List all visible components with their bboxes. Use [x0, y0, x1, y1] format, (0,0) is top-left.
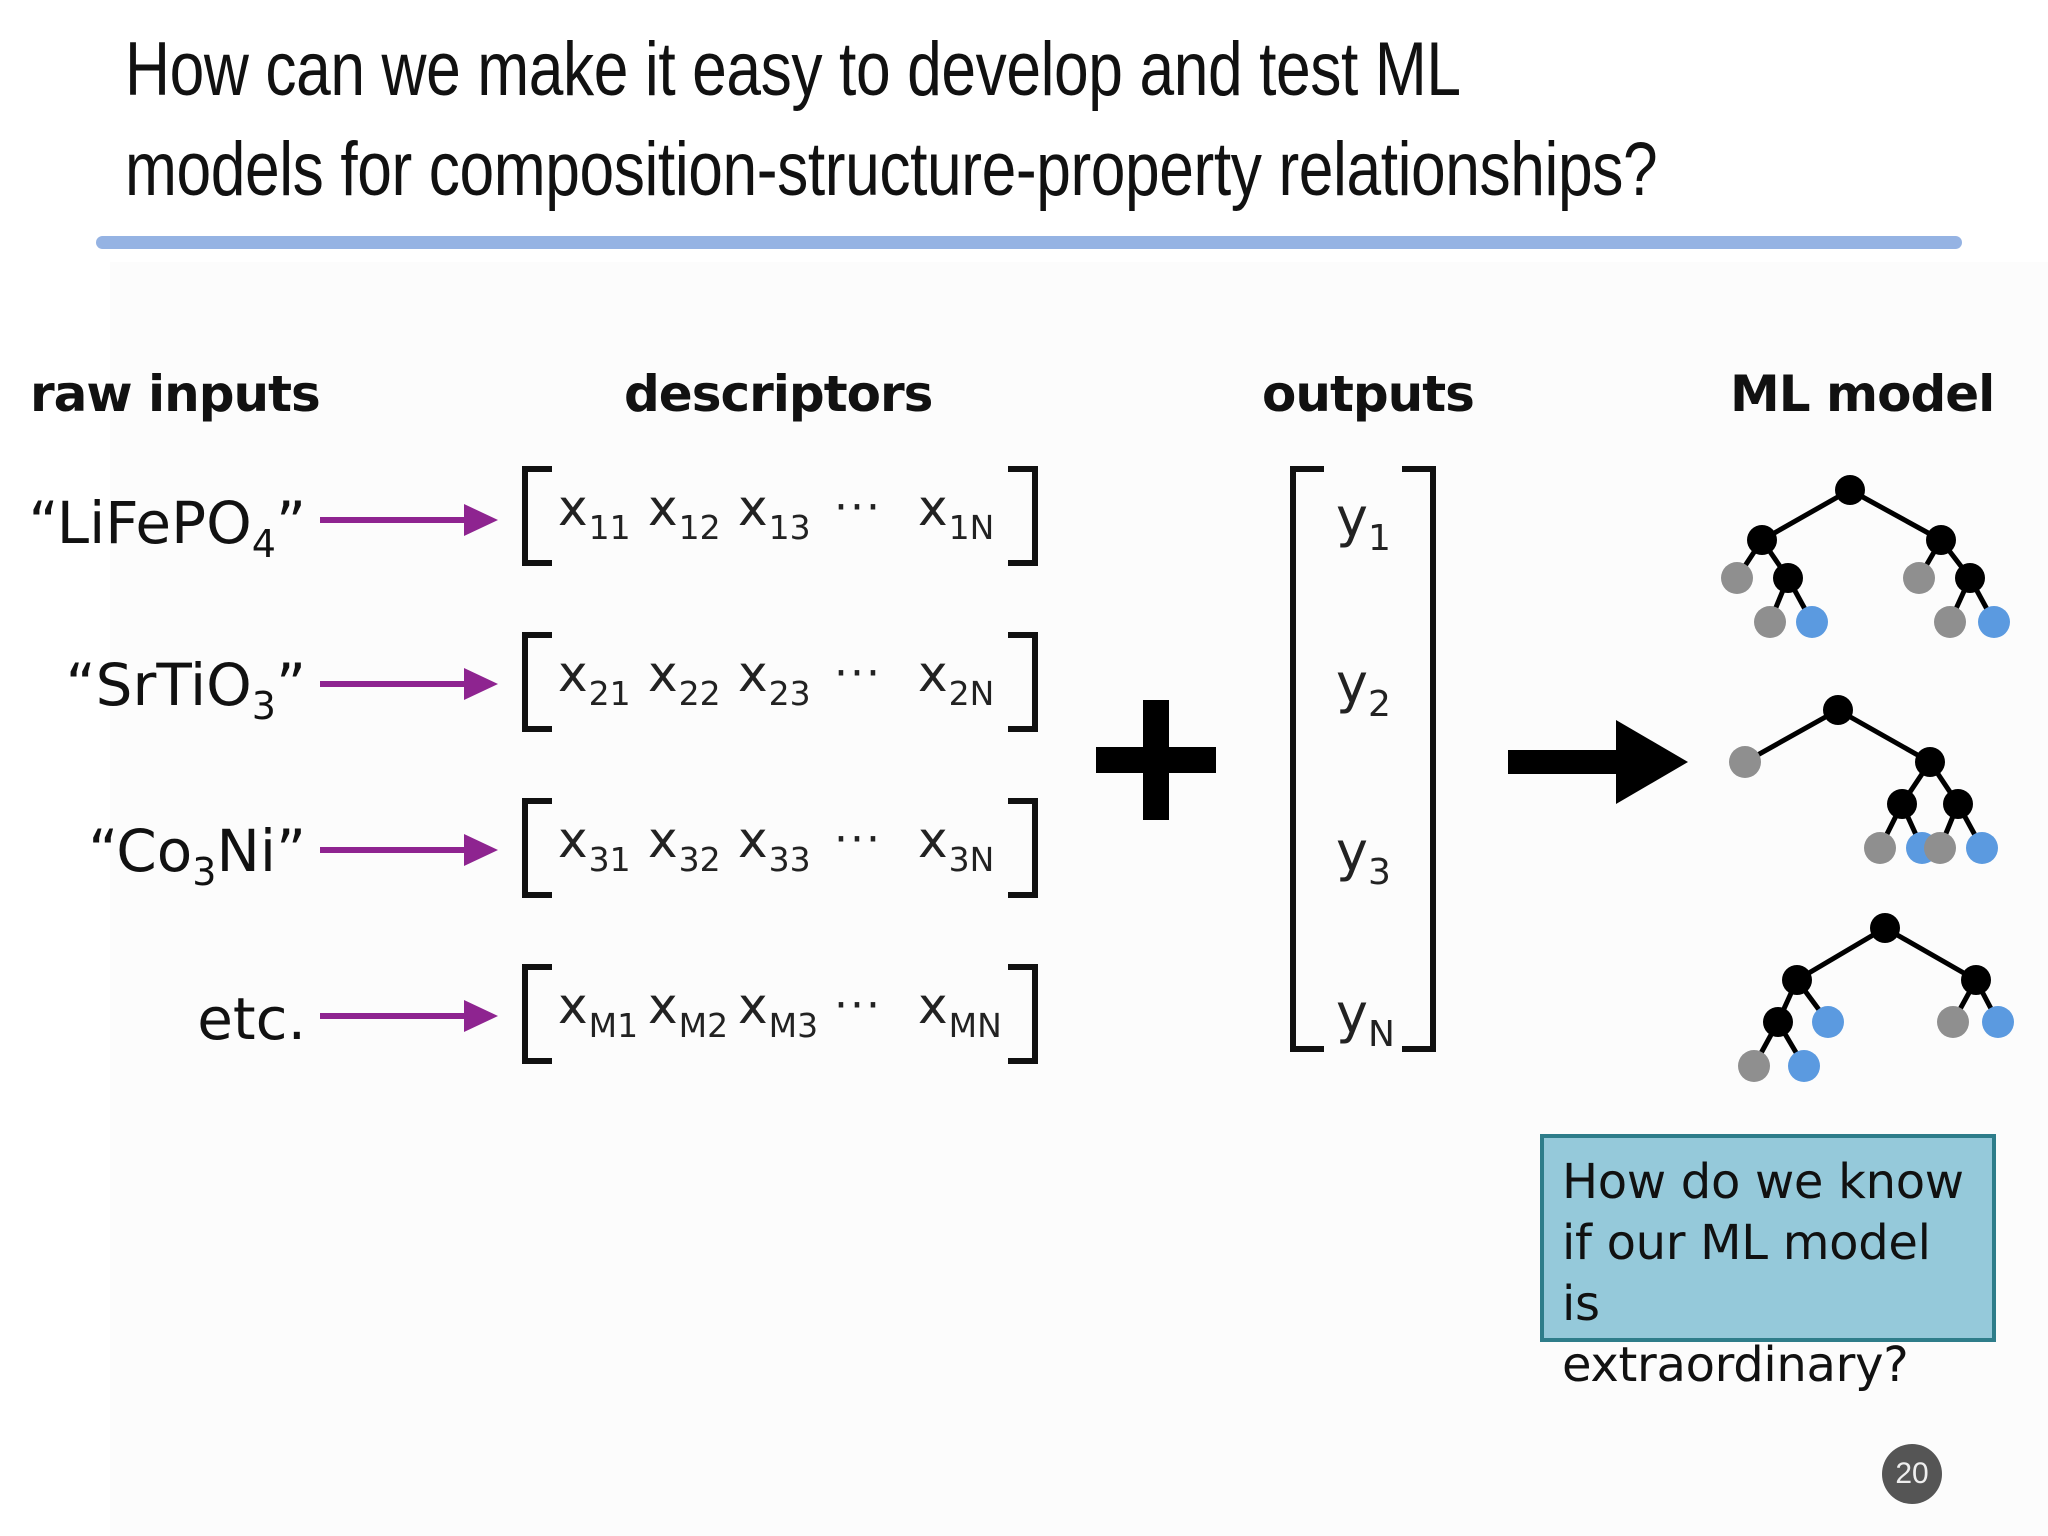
- ellipsis: ···: [834, 980, 882, 1031]
- descriptor-cell: x32: [648, 811, 721, 879]
- raw-input-srtio3: “SrTiO3”: [65, 651, 306, 728]
- descriptor-row-4: xM1 xM2 xM3 ··· xMN: [522, 964, 1038, 1074]
- outputs-left-bracket: [1290, 466, 1324, 1052]
- output-y2: y2: [1336, 652, 1391, 725]
- descriptor-cell-last: x1N: [918, 479, 995, 547]
- left-bracket: [522, 632, 552, 732]
- descriptor-row-3: x31 x32 x33 ··· x3N: [522, 798, 1038, 908]
- descriptor-cell-last: x2N: [918, 645, 995, 713]
- ellipsis: ···: [834, 648, 882, 699]
- descriptor-cell: x23: [738, 645, 811, 713]
- plus-sign-vertical: [1143, 700, 1169, 820]
- callout-text: How do we know if our ML model is extrao…: [1562, 1154, 1964, 1393]
- slide-title: How can we make it easy to develop and t…: [125, 27, 1658, 212]
- descriptor-row-2: x21 x22 x23 ··· x2N: [522, 632, 1038, 742]
- descriptor-cell-last: xMN: [918, 977, 1002, 1045]
- descriptor-cell: xM1: [558, 977, 639, 1045]
- right-bracket: [1008, 632, 1038, 732]
- input-arrow-1: [320, 504, 498, 536]
- descriptor-cell: xM2: [648, 977, 729, 1045]
- descriptor-cell: x31: [558, 811, 631, 879]
- outputs-heading: outputs: [1262, 365, 1475, 423]
- left-bracket: [522, 466, 552, 566]
- ml-model-heading: ML model: [1730, 365, 1995, 423]
- descriptor-cell: x33: [738, 811, 811, 879]
- output-y1: y1: [1336, 486, 1391, 559]
- ellipsis: ···: [834, 482, 882, 533]
- input-arrow-3: [320, 834, 498, 866]
- output-yN: yN: [1336, 982, 1395, 1055]
- descriptor-cell: x22: [648, 645, 721, 713]
- decision-tree-1: [1721, 475, 2010, 638]
- raw-input-etc: etc.: [197, 985, 306, 1053]
- ellipsis: ···: [834, 814, 882, 865]
- raw-input-lifepo4: “LiFePO4”: [28, 489, 306, 566]
- descriptor-cell-last: x3N: [918, 811, 995, 879]
- raw-inputs-heading: raw inputs: [30, 365, 321, 423]
- output-y3: y3: [1336, 820, 1391, 893]
- left-bracket: [522, 798, 552, 898]
- title-underline: [96, 236, 1962, 249]
- left-bracket: [522, 964, 552, 1064]
- descriptors-heading: descriptors: [624, 365, 933, 423]
- right-bracket: [1008, 964, 1038, 1064]
- input-arrow-4: [320, 1000, 498, 1032]
- descriptor-cell: x13: [738, 479, 811, 547]
- descriptor-cell: xM3: [738, 977, 819, 1045]
- descriptor-cell: x21: [558, 645, 631, 713]
- right-bracket: [1008, 798, 1038, 898]
- decision-tree-3: [1738, 913, 2014, 1082]
- model-arrow: [1508, 720, 1688, 804]
- outputs-right-bracket: [1402, 466, 1436, 1052]
- descriptor-cell: x12: [648, 479, 721, 547]
- raw-input-co3ni: “Co3Ni”: [88, 817, 306, 894]
- question-callout: How do we know if our ML model is extrao…: [1540, 1134, 1996, 1393]
- descriptor-row-1: x11 x12 x13 ··· x1N: [522, 466, 1038, 576]
- decision-tree-2: [1729, 695, 1998, 864]
- right-bracket: [1008, 466, 1038, 566]
- descriptor-cell: x11: [558, 479, 631, 547]
- page-number-badge: 20: [1882, 1444, 1942, 1504]
- input-arrow-2: [320, 668, 498, 700]
